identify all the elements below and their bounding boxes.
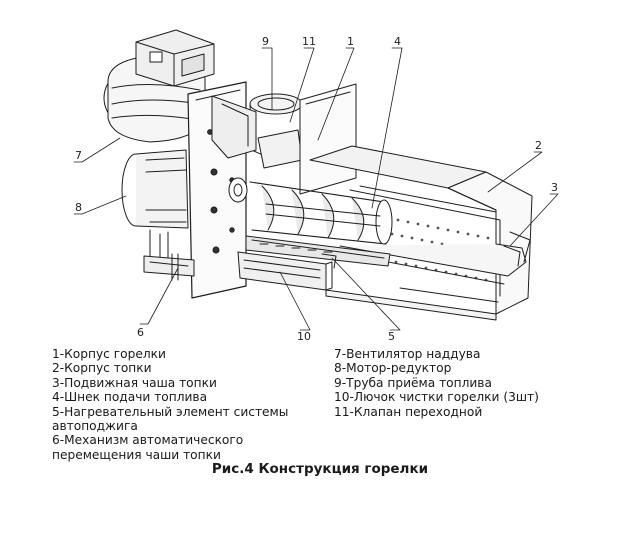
cleaning-hatch [237, 251, 337, 291]
callout-10: 10 [297, 330, 311, 340]
motor-reducer [121, 149, 189, 263]
burner-diagram: 9 11 1 4 2 3 7 8 6 10 5 [73, 29, 559, 340]
callout-11: 11 [302, 35, 316, 48]
callout-2: 2 [535, 139, 542, 152]
furnace-body [309, 145, 533, 315]
legend-item: 3-Подвижная чаша топки [52, 375, 217, 390]
legend-item: 4-Шнек подачи топлива [52, 390, 208, 405]
legend-item: 5-Нагревательный элемент системы автопод… [52, 404, 289, 434]
callout-3: 3 [551, 181, 558, 194]
fuel-auger [249, 181, 393, 245]
burner-housing [299, 83, 357, 195]
legend-item: 9-Труба приёма топлива [334, 375, 492, 390]
callout-4: 4 [394, 35, 401, 48]
figure-caption: Рис.4 Конструкция горелки [211, 461, 429, 477]
ignition-element [245, 235, 391, 267]
callout-5: 5 [388, 330, 395, 340]
callout-9: 9 [262, 35, 269, 48]
callout-6: 6 [137, 326, 144, 339]
callout-8: 8 [75, 201, 82, 214]
callout-7: 7 [75, 149, 82, 162]
legend-item: 8-Мотор-редуктор [334, 361, 452, 376]
legend-item: 10-Лючок чистки горелки (3шт) [334, 390, 539, 405]
leader-lines [73, 47, 559, 331]
legend-item: 11-Клапан переходной [334, 404, 483, 419]
legend-right-column: 7-Вентилятор наддува 8-Мотор-редуктор 9-… [334, 347, 614, 419]
legend-item: 7-Вентилятор наддува [334, 347, 481, 361]
legend-item: 1-Корпус горелки [52, 347, 166, 361]
bowl-drive-mechanism [143, 253, 195, 281]
base-rail [325, 287, 499, 321]
legend-left-column: 1-Корпус горелки 2-Корпус топки 3-Подвиж… [52, 347, 322, 462]
legend-item: 6-Механизм автоматического перемещения ч… [52, 433, 244, 462]
burner-drawing: 9 11 1 4 2 3 7 8 6 10 5 [73, 29, 559, 340]
legend-item: 2-Корпус топки [52, 361, 152, 376]
callout-numbers: 9 11 1 4 2 3 7 8 6 10 5 [75, 35, 558, 340]
callout-1: 1 [347, 35, 354, 48]
